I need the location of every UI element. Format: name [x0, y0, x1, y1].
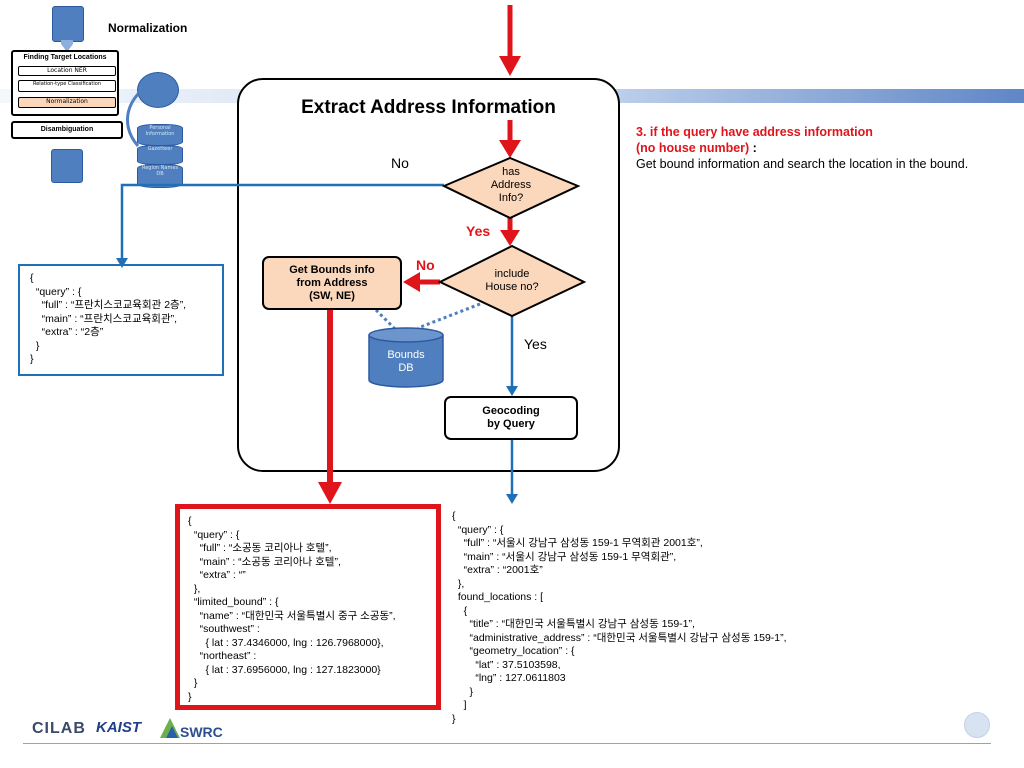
get-bounds-box: Get Bounds info from Address (SW, NE): [262, 256, 402, 310]
bounds-line1: Get Bounds info: [289, 263, 375, 276]
decision1-line2: Address: [490, 179, 532, 191]
footer-divider: [23, 743, 991, 744]
note-heading-line2: (no house number): [636, 141, 750, 155]
note-heading-line1: 3. if the query have address information: [636, 125, 873, 139]
json-geocoding-box: { “query” : { “full” : “서울시 강남구 삼성동 159-…: [452, 510, 787, 725]
arrow-down-icon: [61, 40, 73, 52]
page-circle-icon: [964, 712, 990, 738]
note-colon: :: [749, 141, 757, 155]
arrow-no-input: [120, 183, 444, 262]
json-input-box: { “query” : { “full” : “프란치스코교육회관 2층”, “…: [18, 264, 224, 376]
decision-house-no: [437, 244, 587, 318]
note-heading-row2: (no house number) :: [636, 140, 1021, 156]
mini-connector-icon: [126, 93, 140, 147]
bounds-db-cylinder: [368, 335, 444, 388]
decision1-text: has Address Info?: [466, 166, 556, 205]
geocoding-line1: Geocoding: [482, 405, 540, 417]
geocoding-line2: by Query: [487, 418, 535, 430]
pipeline-item-normalization: Normalization: [18, 97, 116, 108]
pipeline-title: Finding Target Locations: [23, 54, 107, 61]
pipeline-item-ner: Location NER: [18, 66, 116, 76]
label-yes-mid: Yes: [466, 223, 491, 239]
label-no-top: No: [391, 155, 409, 171]
decision2-line1: include: [494, 268, 530, 280]
bounds-db-line1: Bounds: [387, 349, 425, 361]
decision1-line1: has: [502, 166, 520, 178]
kaist-logo: KAIST: [96, 719, 141, 736]
pipeline-item-relation: Relation-type Classification: [18, 80, 116, 92]
pipeline-disambiguation: Disambiguation: [11, 121, 123, 139]
entry-arrow-head: [499, 56, 521, 76]
bounds-line3: (SW, NE): [309, 289, 355, 302]
decision1-line3: Info?: [498, 192, 524, 204]
db-link-left: [374, 308, 398, 332]
decision2-line2: House no?: [485, 281, 539, 293]
db-link-right: [417, 302, 481, 330]
bounds-db-line2: DB: [398, 362, 414, 374]
normalization-title: Normalization: [108, 21, 188, 35]
panel-title: Extract Address Information: [301, 97, 556, 118]
json-bounds-box: { “query” : { “full” : “소공동 코리아나 호텔”, “m…: [175, 504, 441, 710]
mini-oval: [137, 72, 179, 108]
label-yes-bottom: Yes: [524, 336, 547, 352]
note-body: Get bound information and search the loc…: [636, 157, 969, 171]
bounds-line2: from Address: [296, 276, 368, 289]
decision-has-address: [441, 156, 581, 220]
decision2-text: include House no?: [462, 268, 562, 294]
bounds-db-label: Bounds DB: [369, 349, 443, 375]
cilab-logo: CILAB: [32, 720, 86, 737]
geocoding-box: Geocoding by Query: [444, 396, 578, 440]
output-document-icon: [51, 149, 83, 183]
label-no-mid: No: [416, 257, 435, 273]
swrc-logo: SWRC: [180, 724, 223, 740]
explanation-note: 3. if the query have address information…: [636, 124, 1021, 172]
swrc-logo-mark-icon: [160, 718, 180, 738]
